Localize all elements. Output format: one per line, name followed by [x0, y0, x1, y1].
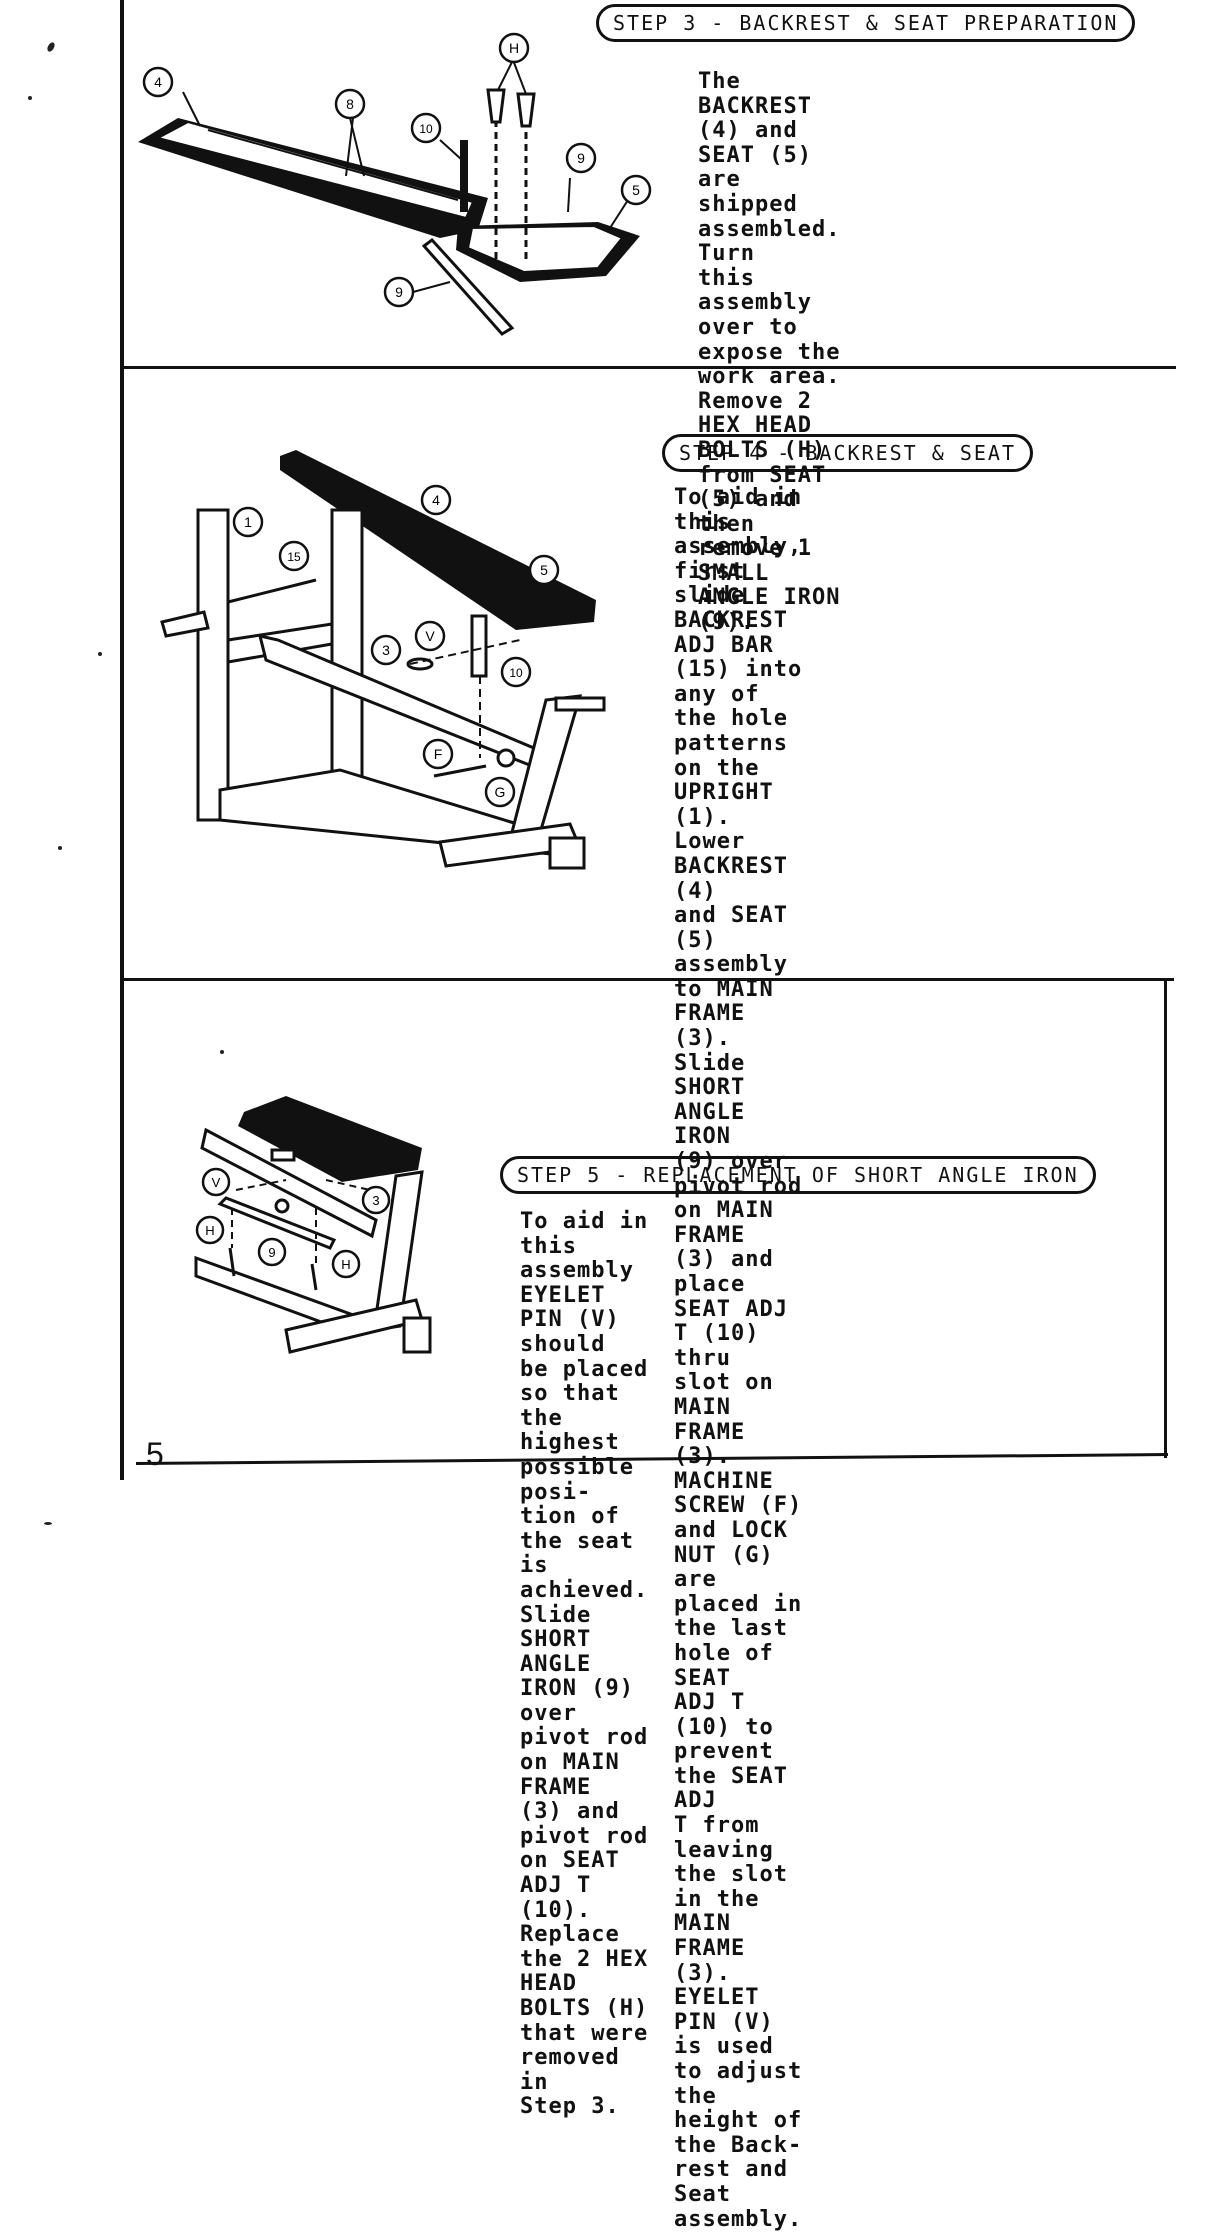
step-5-instructions: To aid in this assembly EYELET PIN (V) s…: [520, 1209, 649, 2120]
small-angle-iron: [421, 237, 515, 336]
step-4-title: STEP 4 - BACKREST & SEAT: [662, 434, 1033, 472]
svg-text:H: H: [205, 1223, 214, 1238]
svg-text:9: 9: [395, 284, 403, 300]
callout-H-right: H: [331, 1249, 361, 1279]
callout-9-top: 9: [565, 142, 597, 174]
callout-4: 4: [142, 66, 174, 98]
callout-8: 8: [334, 88, 366, 120]
step-4-instructions: To aid in this assembly, first slide BAC…: [674, 485, 803, 2232]
callout-V: V: [201, 1167, 231, 1197]
svg-text:9: 9: [577, 150, 585, 166]
svg-text:5: 5: [540, 562, 548, 578]
callout-3: 3: [370, 634, 402, 666]
page-frame-right: [1164, 980, 1167, 1458]
callout-15: 15: [278, 540, 310, 572]
callout-F: F: [422, 738, 454, 770]
svg-text:1: 1: [244, 514, 252, 530]
svg-text:15: 15: [287, 550, 301, 564]
step-3-illustration: 4 8 10 H 9 5 9: [138, 32, 652, 336]
scan-speck: [45, 41, 57, 53]
bench-frame: [160, 508, 606, 870]
step-4-illustration: 4 1 15 5 V 3 10 F G: [160, 450, 606, 870]
step-3-title: STEP 3 - BACKREST & SEAT PREPARATION: [596, 4, 1136, 42]
callout-10: 10: [500, 656, 532, 688]
scan-speck: [28, 96, 32, 100]
svg-text:9: 9: [268, 1245, 275, 1260]
page-frame-bottom: [135, 1452, 1168, 1465]
svg-text:H: H: [509, 40, 519, 56]
callout-V: V: [414, 620, 446, 652]
svg-text:V: V: [425, 628, 435, 644]
svg-text:5: 5: [632, 182, 640, 198]
scan-speck: [220, 1050, 224, 1054]
svg-text:F: F: [434, 746, 443, 762]
backrest-pad: [138, 118, 488, 238]
section-divider-1: [124, 366, 1176, 369]
svg-text:H: H: [341, 1257, 350, 1272]
svg-text:10: 10: [419, 122, 433, 136]
scan-speck: [98, 652, 102, 656]
step-3-instructions: The BACKREST (4) and SEAT (5) are shippe…: [698, 69, 841, 636]
svg-text:V: V: [212, 1175, 221, 1190]
callout-G: G: [484, 776, 516, 808]
svg-text:3: 3: [372, 1193, 379, 1208]
scan-speck: [58, 846, 62, 850]
bench-frame-detail: [194, 1127, 432, 1354]
backrest-seat-pad: [280, 450, 596, 630]
callout-10: 10: [410, 112, 442, 144]
callout-1: 1: [232, 506, 264, 538]
callout-3: 3: [361, 1185, 391, 1215]
step-5-illustration: V 3 H 9 H: [194, 1096, 432, 1354]
svg-text:4: 4: [432, 492, 440, 508]
svg-text:4: 4: [154, 74, 162, 90]
seat-pad: [456, 222, 640, 282]
callout-9-bottom: 9: [383, 276, 415, 308]
page-number: 5: [146, 1436, 164, 1472]
svg-text:10: 10: [509, 666, 523, 680]
callout-H-left: H: [195, 1215, 225, 1245]
callout-9: 9: [257, 1237, 287, 1267]
section-divider-2: [124, 978, 1174, 981]
callout-5: 5: [528, 554, 560, 586]
callout-4: 4: [420, 484, 452, 516]
callout-H: H: [498, 32, 530, 64]
seat-pad: [238, 1096, 422, 1182]
svg-text:3: 3: [382, 642, 390, 658]
step-5-title: STEP 5 - REPLACEMENT OF SHORT ANGLE IRON: [500, 1156, 1096, 1194]
svg-text:G: G: [495, 784, 506, 800]
scan-speck: [44, 1522, 52, 1525]
callout-5: 5: [620, 174, 652, 206]
page-frame-left: [120, 0, 124, 1480]
svg-text:8: 8: [346, 96, 354, 112]
